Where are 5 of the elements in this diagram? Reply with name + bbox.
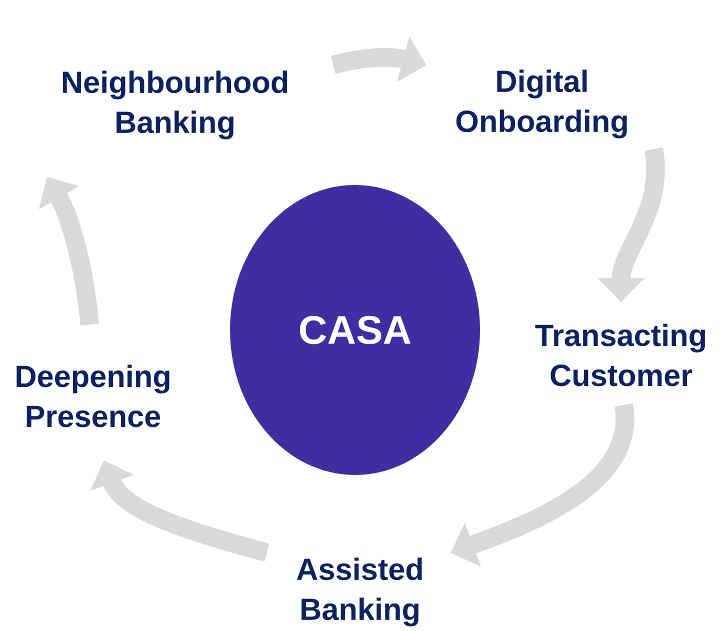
stage-label: Assisted Banking bbox=[296, 558, 422, 626]
stage-label: Digital Onboarding bbox=[456, 70, 627, 138]
stage-label: Transacting Customer bbox=[535, 324, 706, 386]
stage-label: Neighbourhood Banking bbox=[62, 70, 288, 140]
stage-label: Deepening Presence bbox=[16, 364, 170, 428]
